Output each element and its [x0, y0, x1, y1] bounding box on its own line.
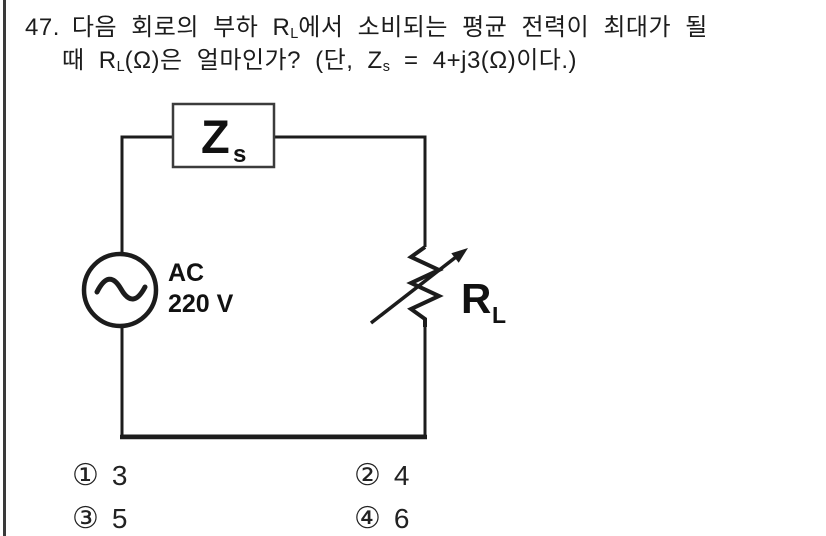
question-text-part: 때 R: [62, 47, 117, 74]
question-text-part: 에서 소비되는 평균 전력이 최대가 될: [298, 14, 708, 41]
question-text-part: (Ω)은 얼마인가? (단, Z: [124, 47, 383, 74]
option-2-marker: ②: [354, 459, 381, 492]
option-1-marker: ①: [72, 459, 99, 492]
option-4-value: 6: [393, 503, 410, 534]
option-3[interactable]: ③ 5: [72, 504, 127, 534]
option-4[interactable]: ④ 6: [354, 504, 409, 534]
subscript-L: L: [116, 59, 125, 76]
ac-source-type-label: AC: [168, 259, 204, 287]
ac-source-voltage-label: 220 V: [168, 290, 234, 318]
arrowhead-icon: [451, 248, 468, 263]
question-text-part: 다음 회로의 부하 R: [71, 14, 291, 41]
option-3-value: 5: [111, 503, 128, 534]
subscript-s: s: [382, 59, 390, 76]
variable-resistor-icon: [406, 245, 444, 327]
sine-wave-icon: [94, 276, 148, 302]
question-number: 47.: [25, 14, 60, 41]
question-text-part: = 4+j3(Ω)이다.): [389, 47, 578, 74]
option-1-value: 3: [111, 460, 128, 491]
option-2[interactable]: ② 4: [354, 461, 409, 491]
circuit-left-wire: [120, 326, 427, 438]
option-4-marker: ④: [354, 502, 381, 535]
ac-source-icon: [81, 251, 159, 329]
page-left-border: [3, 0, 6, 536]
variable-resistor-arrow: [369, 255, 458, 325]
option-3-marker: ③: [72, 502, 99, 535]
load-label-subscript: L: [492, 302, 506, 328]
question-line-2: 때 RL(Ω)은 얼마인가? (단, Zs = 4+j3(Ω)이다.): [62, 46, 577, 82]
impedance-label-subscript: s: [233, 141, 246, 168]
circuit-top-wire: [120, 135, 427, 254]
load-label: R: [461, 275, 491, 322]
impedance-label: Z: [201, 110, 230, 163]
question-line-1: 47. 다음 회로의 부하 RL에서 소비되는 평균 전력이 최대가 될: [25, 13, 708, 49]
subscript-L: L: [290, 26, 299, 43]
option-1[interactable]: ① 3: [72, 461, 127, 491]
impedance-box: [171, 102, 276, 169]
option-2-value: 4: [393, 460, 410, 491]
